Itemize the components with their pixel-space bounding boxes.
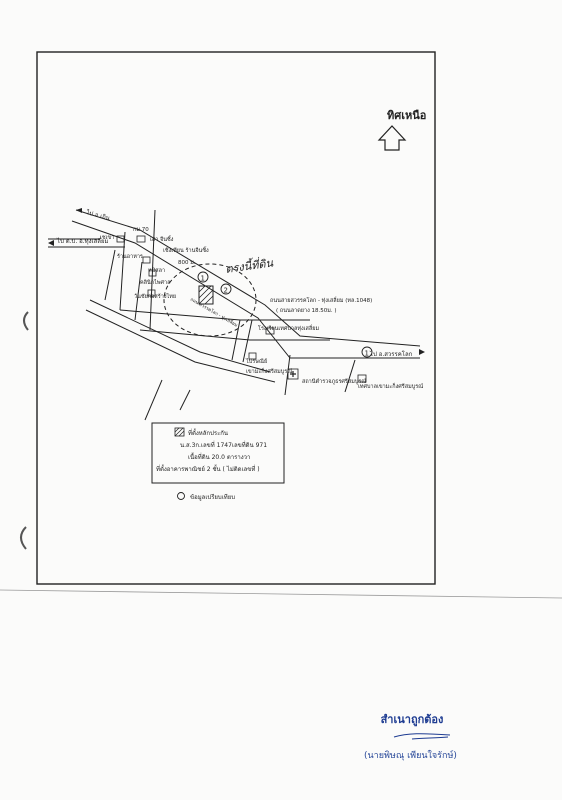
- certification-label: สำเนาถูกต้อง: [380, 713, 444, 726]
- legend-line-2: น.ส.3ก.เลขที่ 1747เลขที่ดิน 971: [180, 441, 267, 449]
- comparison-legend-icon: [177, 492, 185, 500]
- binder-hole-icon: [20, 526, 27, 550]
- arrow-icon: [76, 208, 82, 213]
- distance-label: 800 ม.: [178, 260, 196, 266]
- north-arrow-icon: [377, 125, 407, 151]
- comparison-marker-3: 1: [361, 346, 373, 358]
- school-label: โรงเรียนเทศบาลทุ่งเสลี่ยม: [258, 324, 319, 332]
- building-icons: [116, 235, 367, 383]
- binder-hole-icon: [23, 311, 29, 331]
- compass-label: ทิศเหนือ: [387, 109, 426, 122]
- main-road: [71, 209, 421, 359]
- highway-width-label: ( ถนนลาดยาง 18.50ม. ): [276, 308, 337, 314]
- legend-line-1: ที่ตั้งหลักประกัน: [188, 427, 228, 437]
- landmark-label: เชเขา: [100, 234, 114, 241]
- km-marker-label: กม.70: [133, 227, 149, 233]
- highway-label: ถนนสายสวรรคโลก - ทุ่งเสลี่ยม (ทล.1048): [270, 296, 372, 304]
- landmark-label: เชิงเทียน ร้านจีนซิ้ง: [163, 246, 209, 254]
- landmark-labels: กม.70 เชเขา เสา จีนซิ้ง เชิงเทียน ร้านจี…: [100, 227, 423, 390]
- diagonal-road-label: ถนน สวรรคโลก - ทุ่งเสลี่ยม: [189, 296, 239, 329]
- signer-name: (นายพิษณุ เพียนใจรักษ์): [364, 751, 457, 761]
- arrow-icon: [419, 349, 425, 355]
- post-office-label: ไปรษณีย์: [245, 358, 267, 365]
- svg-text:1: 1: [365, 350, 369, 358]
- radius-circle: [163, 263, 257, 337]
- landmark-label: เสา จีนซิ้ง: [150, 235, 174, 243]
- road-label-north: ไป อ.เถิน: [85, 208, 111, 222]
- side-streets: [104, 209, 356, 421]
- police-label: สถานีตำรวจภูธรศรีสมบูรณ์: [302, 378, 366, 385]
- comparison-legend-label: ข้อมูลเปรียบเทียบ: [190, 493, 235, 501]
- municipality-label: เทศบาลเขามะก็งศรีสมบูรณ์: [358, 382, 423, 390]
- page-divider: [0, 589, 562, 599]
- landmark-label: คลินิกไพศาล: [140, 279, 170, 286]
- handwritten-site-note: ตรงนี้ที่ดิน: [224, 254, 274, 276]
- landmark-label: ร้านอาหาร: [117, 253, 143, 260]
- road-label-west: ไป ต.บ. อ.ทุ่งเสลี่ยม: [56, 237, 108, 245]
- site-marker: [198, 285, 214, 305]
- landmark-label: หมิสลา: [148, 267, 165, 274]
- diagonal-road: [119, 309, 330, 341]
- comparison-marker-1: 1: [197, 271, 209, 283]
- post-office-label: เขามะก็งศรีสมบูรณ์: [246, 367, 292, 375]
- comparison-marker-2: 2: [220, 283, 232, 295]
- landmark-label: วันชัยก่อสร้างไทย: [134, 293, 176, 300]
- map-frame: [36, 51, 436, 585]
- svg-text:2: 2: [224, 287, 228, 295]
- svg-text:1: 1: [201, 275, 205, 283]
- road-label-east: ไป อ.สวรรคโลก: [369, 350, 413, 358]
- arrow-icon: [48, 240, 54, 246]
- legend-line-4: ที่ตั้งอาคารพาณิชย์ 2 ชั้น ( ไม่ติดเลขที…: [156, 463, 260, 473]
- hospital-icon: [287, 368, 299, 380]
- legend-box: ที่ตั้งหลักประกัน น.ส.3ก.เลขที่ 1747เลขท…: [151, 422, 285, 484]
- legend-line-3: เนื้อที่ดิน 20.0 ตารางวา: [188, 451, 250, 461]
- signature-icon: [393, 733, 451, 740]
- south-road: [85, 299, 276, 383]
